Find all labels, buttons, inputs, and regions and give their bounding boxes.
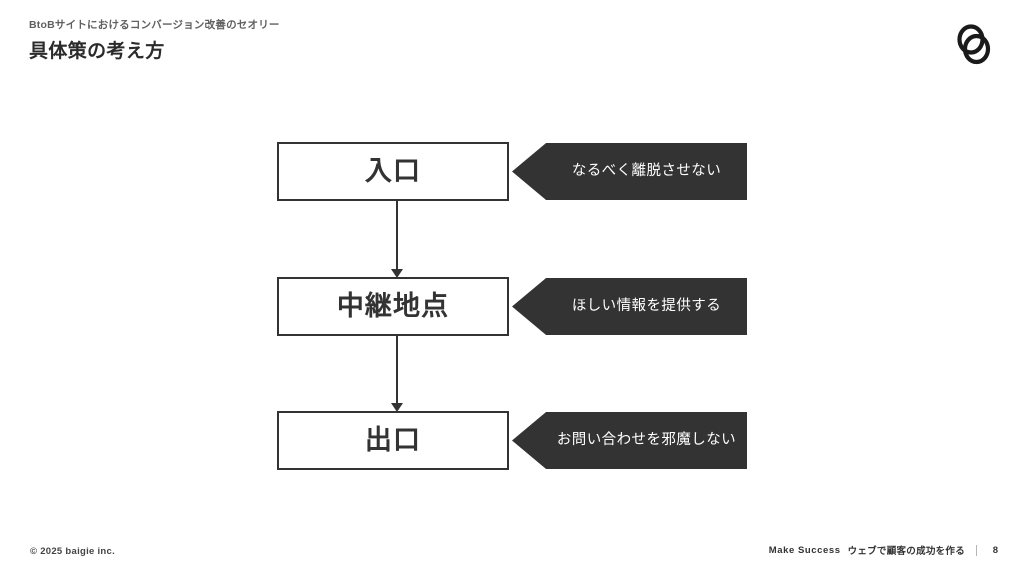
page-title: 具体策の考え方	[29, 40, 165, 62]
callout-arrow[interactable]: なるべく離脱させない	[512, 143, 747, 200]
footer-meta: Make Success ウェブで顧客の成功を作る 8	[769, 543, 998, 557]
stage-label: 入口	[364, 156, 422, 186]
connector-arrowhead	[391, 269, 403, 278]
connector-stem	[396, 201, 398, 270]
connector-stem	[396, 336, 398, 404]
slide-header: BtoBサイトにおけるコンバージョン改善のセオリー 具体策の考え方	[29, 19, 729, 64]
stage-label: 出口	[364, 425, 422, 455]
footer-copyright: © 2025 baigie inc.	[30, 546, 115, 557]
arrow-down-icon	[391, 336, 403, 412]
baigie-double-ring-logo-icon	[950, 20, 998, 68]
callout-label: ほしい情報を提供する	[571, 298, 722, 315]
callout-arrow[interactable]: お問い合わせを邪魔しない	[512, 412, 747, 469]
arrow-down-icon	[391, 201, 403, 278]
stage-box[interactable]: 入口	[277, 142, 509, 201]
slide-eyebrow: BtoBサイトにおけるコンバージョン改善のセオリー	[29, 19, 280, 31]
footer-brand: Make Success	[768, 544, 841, 556]
page-number: 8	[992, 544, 998, 556]
flow-step-row: 出口 お問い合わせを邪魔しない	[277, 411, 747, 474]
footer-tagline: ウェブで顧客の成功を作る	[847, 546, 965, 557]
footer-divider	[976, 544, 977, 556]
connector-arrowhead	[391, 403, 403, 412]
callout-label: なるべく離脱させない	[571, 163, 722, 180]
flow-step-row: 中継地点 ほしい情報を提供する	[277, 277, 747, 340]
stage-box[interactable]: 中継地点	[277, 277, 509, 336]
stage-label: 中継地点	[336, 291, 450, 321]
callout-label: お問い合わせを邪魔しない	[556, 432, 737, 449]
callout-arrow[interactable]: ほしい情報を提供する	[512, 278, 747, 335]
flow-step-row: 入口 なるべく離脱させない	[277, 142, 747, 205]
stage-box[interactable]: 出口	[277, 411, 509, 470]
